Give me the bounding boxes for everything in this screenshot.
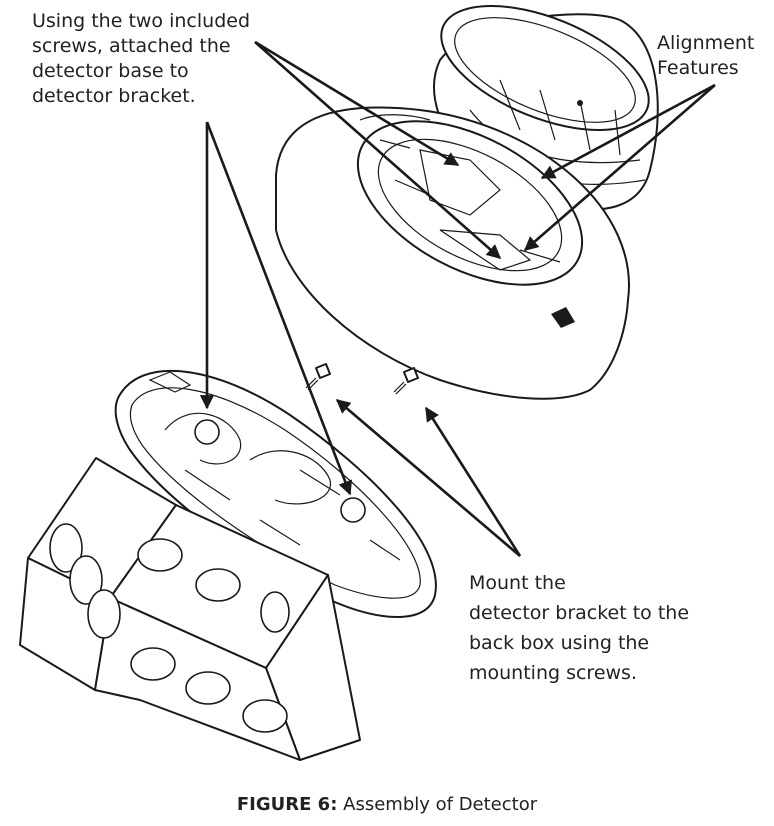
leader-alignment-head: [540, 83, 716, 180]
leader-mount-screw-right: [424, 406, 522, 557]
mounting-screw-left: [305, 363, 331, 391]
leader-screws-to-base-left: [254, 40, 460, 167]
figure-number: FIGURE 6:: [236, 794, 338, 815]
callout-line: Using the two included: [32, 10, 250, 32]
callout-line: Mount the: [469, 572, 566, 594]
leader-screws-to-bracket-right: [205, 121, 353, 496]
callout-line: detector base to: [32, 60, 189, 82]
callout-line: back box using the: [469, 632, 650, 654]
callout-attach-base-note: Using the two included screws, attached …: [32, 9, 250, 109]
callout-mount-bracket-note: Mount the detector bracket to the back b…: [469, 568, 689, 688]
callout-line: mounting screws.: [469, 662, 637, 684]
callout-alignment-features: Alignment Features: [657, 31, 754, 81]
figure-caption: FIGURE 6: Assembly of Detector: [0, 794, 774, 815]
leader-mount-screw-left: [335, 399, 521, 557]
detector-bracket: [114, 370, 437, 618]
leader-alignment-base: [523, 84, 716, 251]
mounting-screw-right: [393, 367, 419, 395]
callout-line: Alignment: [657, 32, 755, 54]
callout-line: detector bracket to the: [469, 602, 690, 624]
callout-line: screws, attached the: [32, 35, 231, 57]
back-box: [19, 457, 361, 761]
callout-line: Features: [657, 57, 739, 79]
leader-screws-to-base-right: [254, 41, 502, 259]
callout-line: detector bracket.: [32, 85, 196, 107]
figure-title: Assembly of Detector: [343, 794, 538, 815]
